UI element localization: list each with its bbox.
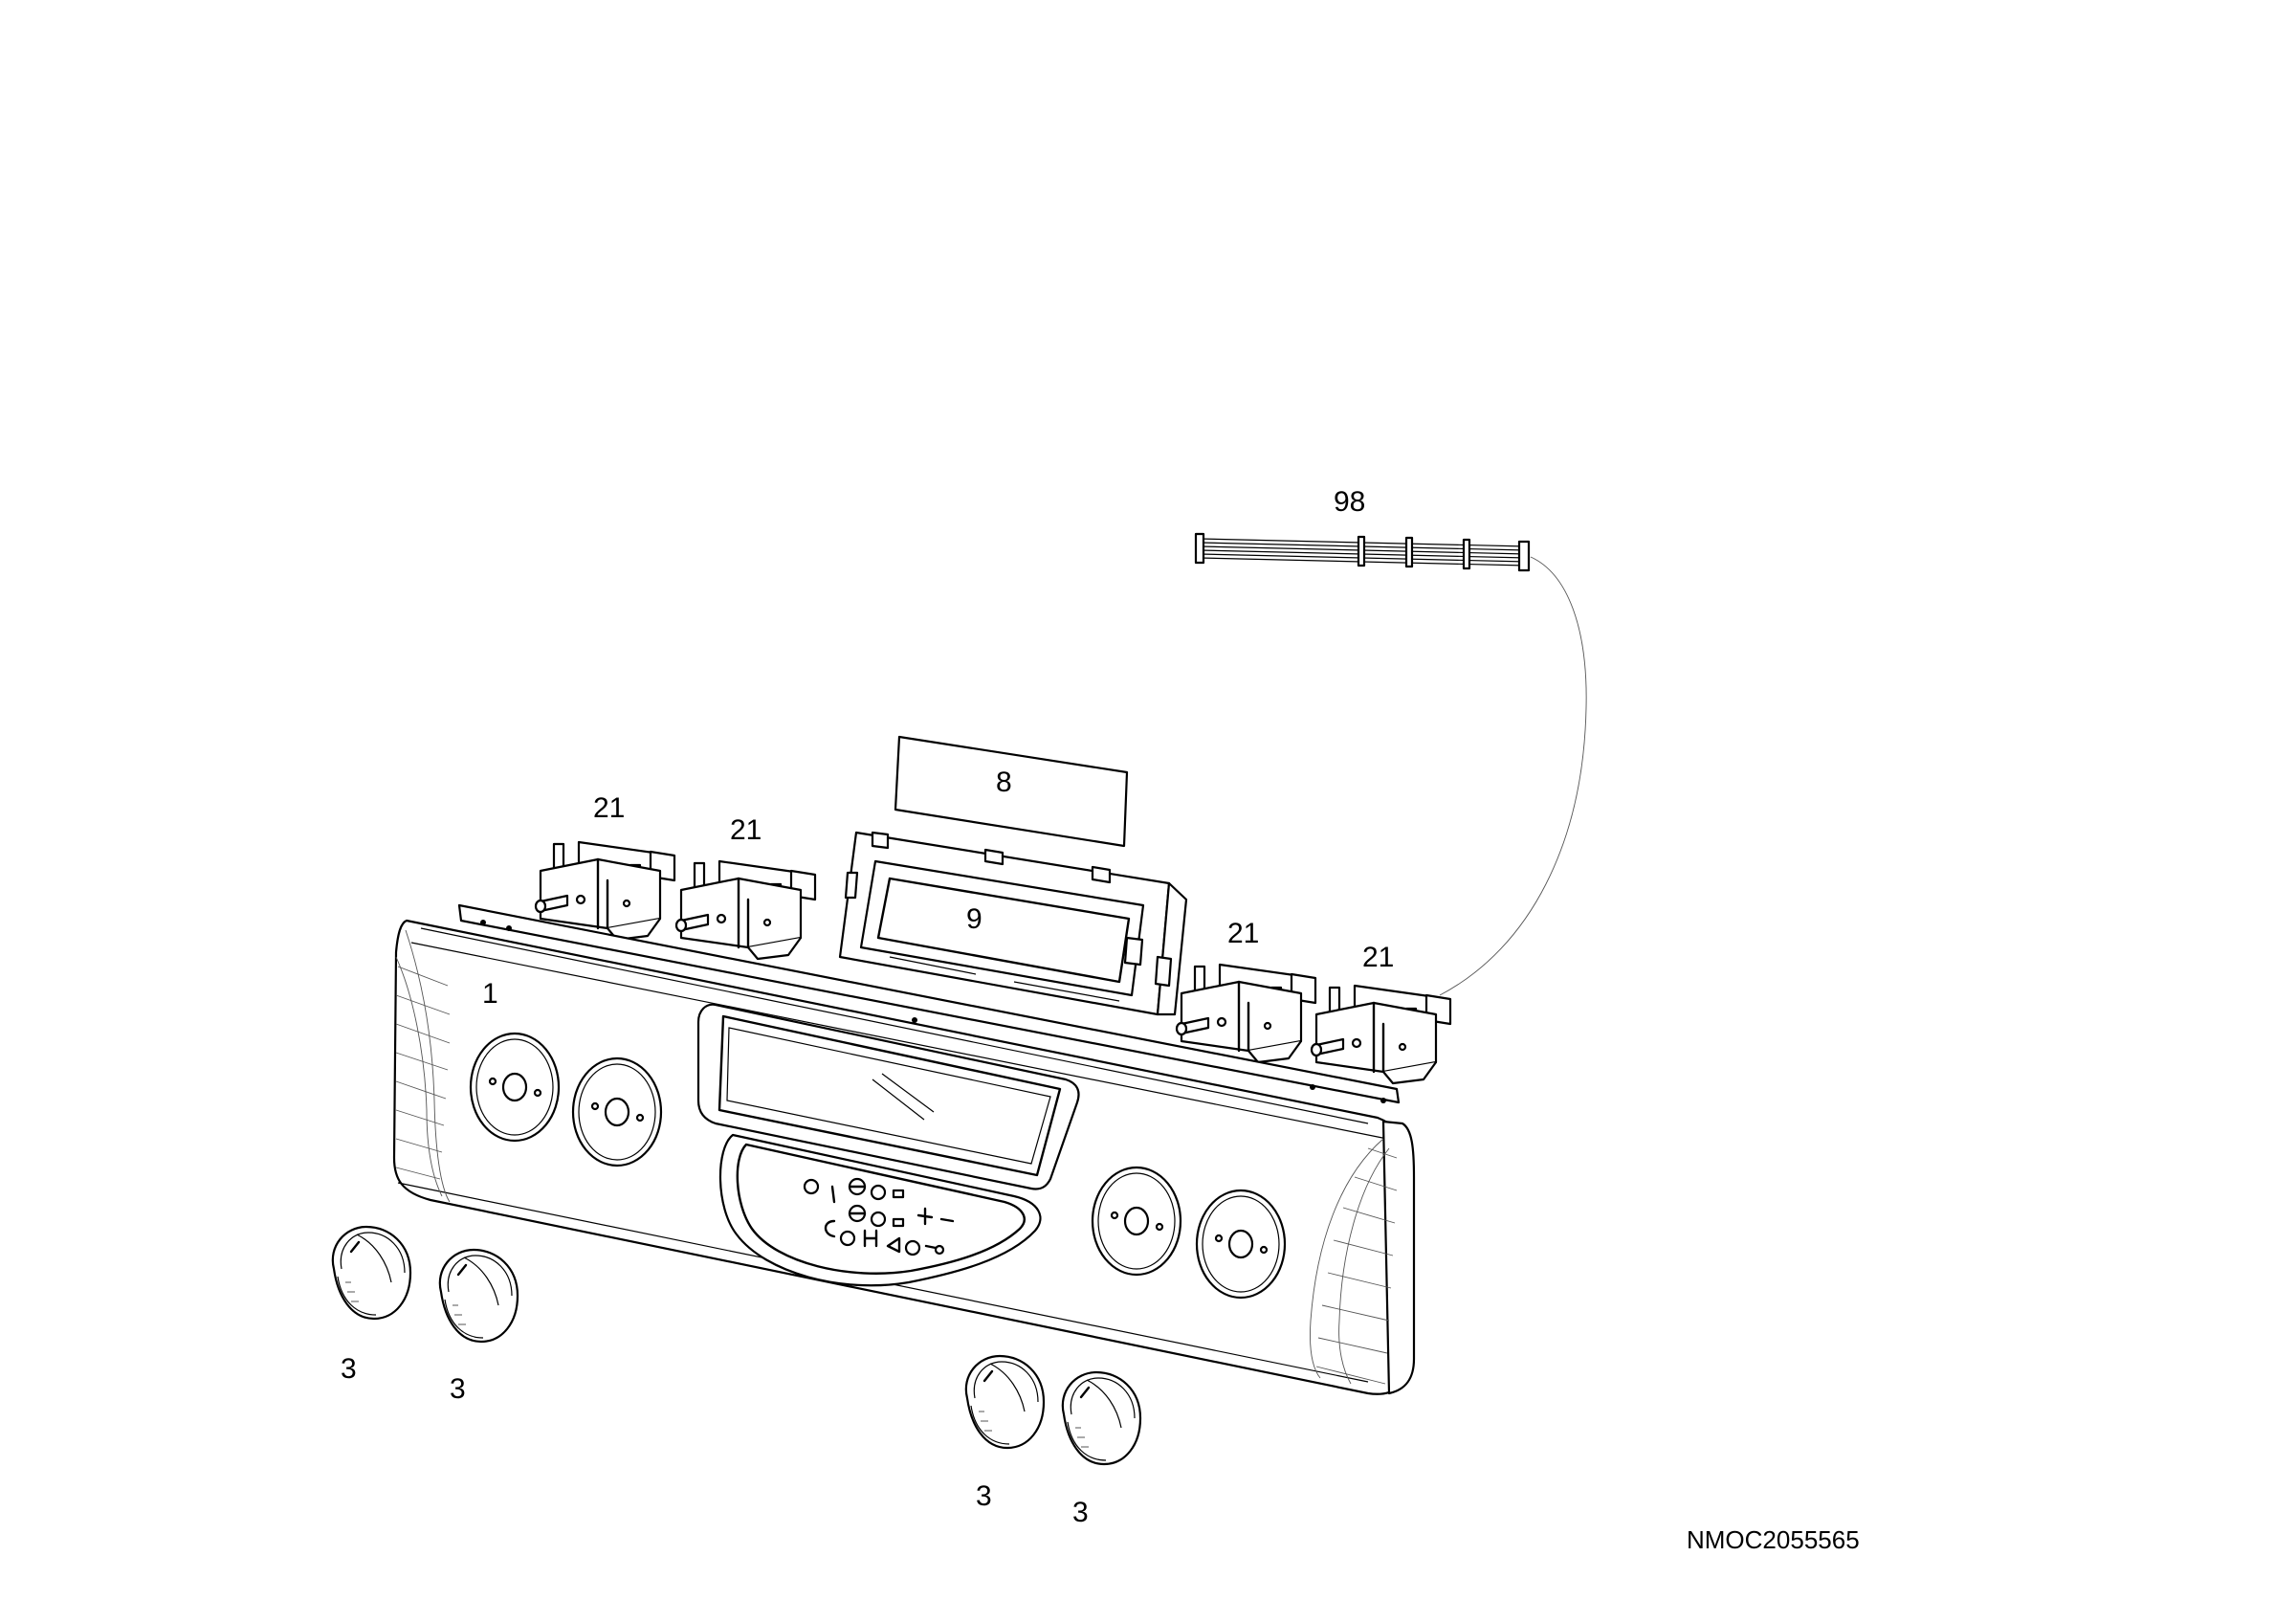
callout-panel: 1 — [482, 978, 498, 1010]
callout-display: 9 — [966, 903, 982, 935]
wiring-harness — [1194, 532, 1587, 996]
callout-knob-1: 3 — [341, 1353, 357, 1385]
knob-2 — [438, 1248, 519, 1344]
knob-4 — [1061, 1370, 1142, 1466]
callout-harness: 98 — [1334, 486, 1365, 518]
knob-3 — [964, 1354, 1046, 1450]
display-module — [838, 831, 1188, 1016]
control-panel — [392, 903, 1416, 1395]
callout-switch-3: 21 — [1227, 918, 1259, 949]
callout-label-strip: 8 — [996, 767, 1012, 798]
drawing-code: NMOC2055565 — [1687, 1525, 1860, 1554]
label-strip — [894, 735, 1129, 848]
callout-knob-2: 3 — [450, 1373, 466, 1405]
callout-switch-1: 21 — [593, 792, 625, 824]
callout-knob-3: 3 — [976, 1480, 992, 1512]
callout-knob-4: 3 — [1072, 1497, 1089, 1528]
switch-4 — [1310, 984, 1452, 1085]
switch-3 — [1175, 963, 1317, 1064]
knob-1 — [331, 1225, 412, 1321]
callout-switch-4: 21 — [1362, 942, 1394, 973]
callout-switch-2: 21 — [730, 814, 762, 846]
switch-2 — [674, 859, 817, 961]
